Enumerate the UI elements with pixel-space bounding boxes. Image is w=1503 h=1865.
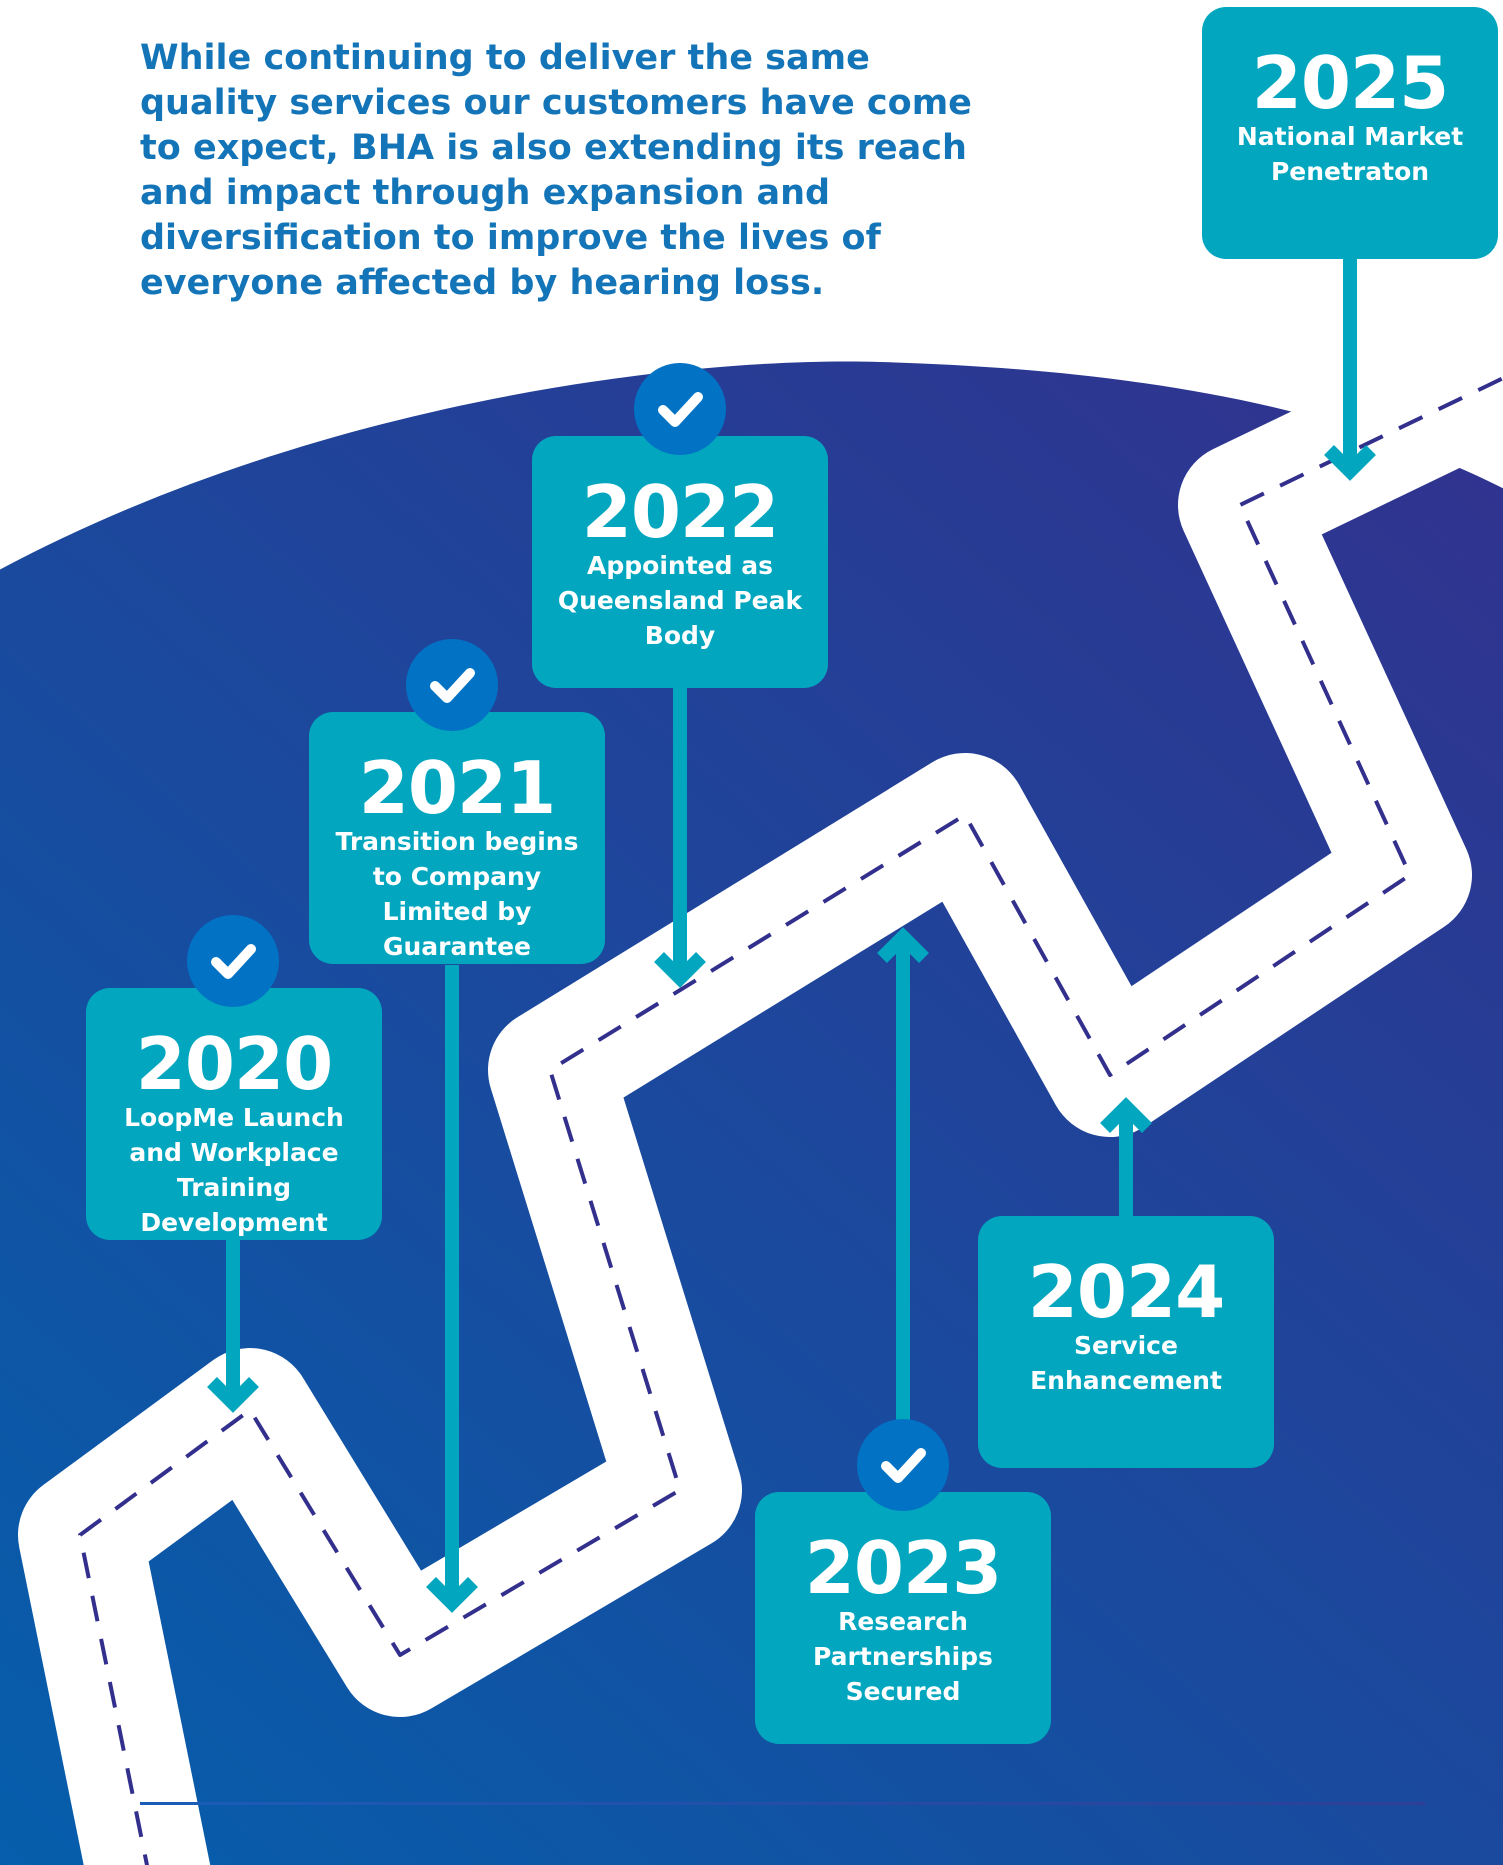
milestone-year: 2024 (1027, 1250, 1225, 1334)
milestone-year: 2022 (581, 470, 779, 554)
milestone-year: 2020 (135, 1022, 333, 1106)
checkmark-icon (187, 915, 279, 1007)
checkmark-icon (406, 639, 498, 731)
milestone-card-2022: 2022 Appointed as Queensland Peak Body (532, 436, 828, 688)
arrowhead-2022 (654, 952, 706, 988)
road (18, 314, 1503, 1865)
milestone-description: Research Partnerships Secured (813, 1607, 993, 1706)
checkmark-icon (857, 1419, 949, 1511)
arrowhead-2023 (877, 927, 929, 963)
connectors (207, 258, 1376, 1613)
milestone-card-2023: 2023 Research Partnerships Secured (755, 1492, 1051, 1744)
milestone-year: 2021 (358, 746, 556, 830)
arrowhead-2020 (207, 1377, 259, 1413)
checkmark-icon (634, 363, 726, 455)
milestone-card-2020: 2020 LoopMe Launch and Workplace Trainin… (86, 988, 382, 1240)
milestone-description: LoopMe Launch and Workplace Training Dev… (124, 1103, 344, 1237)
milestone-description: Transition begins to Company Limited by … (335, 827, 579, 961)
milestone-year: 2025 (1251, 41, 1449, 125)
milestone-card-2025: 2025 National Market Penetraton (1202, 7, 1498, 259)
milestone-card-2024: 2024 Service Enhancement (978, 1216, 1274, 1468)
arrowhead-2024 (1100, 1097, 1152, 1133)
intro-paragraph: While continuing to deliver the same qua… (140, 38, 972, 303)
arrowhead-2025 (1324, 445, 1376, 481)
milestone-description: Appointed as Queensland Peak Body (557, 551, 803, 650)
footer-divider (140, 1802, 1425, 1805)
arrowhead-2021 (426, 1577, 478, 1613)
milestone-card-2021: 2021 Transition begins to Company Limite… (309, 712, 605, 964)
milestone-description: Service Enhancement (1030, 1331, 1222, 1395)
milestone-year: 2023 (804, 1526, 1002, 1610)
milestone-description: National Market Penetraton (1236, 122, 1464, 186)
